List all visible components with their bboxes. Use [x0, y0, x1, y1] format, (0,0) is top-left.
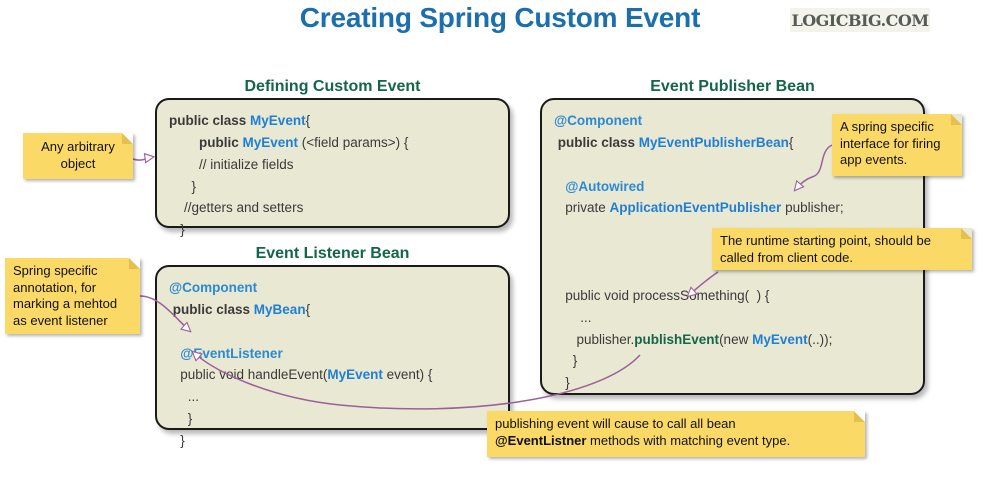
code-token-brace-p: {	[788, 134, 794, 150]
note-runtime-starting-point: The runtime starting point, should be ca…	[712, 228, 972, 270]
code-token-new: (new	[719, 331, 753, 347]
code-close-brace-p2: }	[554, 375, 570, 391]
note-runtime-start-text: The runtime starting point, should be ca…	[720, 233, 932, 265]
note-fold-icon	[961, 228, 972, 239]
code-close-brace-2: }	[169, 222, 185, 238]
code-token-public-class-l: public class	[169, 301, 254, 317]
code-annotation-component: @Component	[169, 280, 258, 295]
code-token-params: (<field params>) {	[298, 134, 409, 150]
code-annotation-eventlistener: @EventListener	[169, 345, 283, 361]
code-token-brace: {	[305, 113, 311, 128]
note-publishing-line1: publishing event will cause to call all …	[495, 416, 736, 431]
code-token-call-tail: (..));	[807, 331, 833, 347]
code-token-myevent-param: MyEvent	[327, 367, 383, 383]
code-token-brace-l: {	[305, 301, 311, 317]
code-annotation-autowired: @Autowired	[554, 178, 645, 194]
note-spring-specific-annotation: Spring specific annotation, for marking …	[5, 258, 140, 334]
code-annotation-component-p: @Component	[554, 113, 643, 128]
code-close-brace-1: }	[169, 178, 197, 194]
code-box-defining-custom-event: public class MyEvent{ public MyEvent (<f…	[155, 98, 510, 237]
note-fold-icon	[854, 411, 865, 422]
code-token-private: private	[554, 200, 610, 216]
note-publishing-line2: @EventListner methods with matching even…	[495, 433, 857, 450]
code-token-public-class: public class	[169, 113, 251, 128]
arrow-any-object	[132, 157, 153, 160]
code-close-brace-p1: }	[554, 353, 578, 369]
note-spring-interface-text: A spring specific interface for firing a…	[840, 119, 941, 167]
code-indent	[169, 135, 199, 150]
code-token-public-class-p: public class	[554, 134, 639, 150]
code-listener: @Component public class MyBean{ @EventLi…	[157, 267, 444, 462]
note-publishing-event: publishing event will cause to call all …	[487, 411, 865, 457]
code-token-publisher-call: publisher.	[554, 331, 635, 347]
code-token-applicationeventpublisher: ApplicationEventPublisher	[609, 200, 782, 216]
code-token-publishevent: publishEvent	[634, 331, 720, 347]
code-token-event-tail: event) {	[382, 367, 433, 383]
note-fold-icon	[122, 133, 133, 144]
note-spring-annotation-text: Spring specific annotation, for marking …	[13, 263, 118, 328]
note-spring-specific-interface: A spring specific interface for firing a…	[832, 114, 962, 176]
page-title: Creating Spring Custom Event	[299, 2, 701, 33]
code-box-event-listener-bean: @Component public class MyBean{ @EventLi…	[155, 265, 510, 448]
logo-text: LogicBig.com	[791, 10, 929, 30]
note-publishing-bold: @EventListner	[495, 432, 587, 448]
code-ellipsis-l: ...	[169, 389, 200, 405]
code-close-brace-l1: }	[169, 411, 193, 427]
code-ellipsis-p: ...	[554, 309, 592, 325]
code-token-mybean: MyBean	[253, 301, 306, 317]
code-token-myevent-new: MyEvent	[752, 331, 808, 347]
note-publishing-rest: methods with matching event type.	[586, 432, 791, 448]
code-token-public: public	[199, 134, 243, 150]
caption-defining-custom-event: Defining Custom Event	[244, 78, 421, 95]
caption-event-listener-bean: Event Listener Bean	[255, 245, 410, 262]
note-fold-icon	[951, 114, 962, 125]
code-token-myevent-ctor: MyEvent	[242, 134, 299, 150]
note-any-arbitrary-object: Any arbitrary object	[23, 133, 133, 179]
code-defining: public class MyEvent{ public MyEvent (<f…	[157, 100, 420, 251]
code-close-brace-l2: }	[169, 433, 185, 449]
code-token-myeventpublisherbean: MyEventPublisherBean	[638, 134, 789, 150]
caption-event-publisher-bean: Event Publisher Bean	[650, 78, 815, 95]
code-token-handleevent: public void handleEvent(	[169, 367, 328, 383]
logicbig-logo: LogicBig.com	[790, 8, 930, 32]
note-fold-icon	[129, 258, 140, 269]
code-comment-init-fields: // initialize fields	[169, 156, 294, 172]
note-any-object-text: Any arbitrary object	[41, 139, 115, 171]
code-token-publisher-field: publisher;	[781, 200, 844, 216]
code-token-myevent: MyEvent	[250, 113, 306, 128]
code-comment-getters-setters: //getters and setters	[169, 200, 304, 216]
code-token-processsomething: public void processSomething( ) {	[554, 287, 770, 303]
